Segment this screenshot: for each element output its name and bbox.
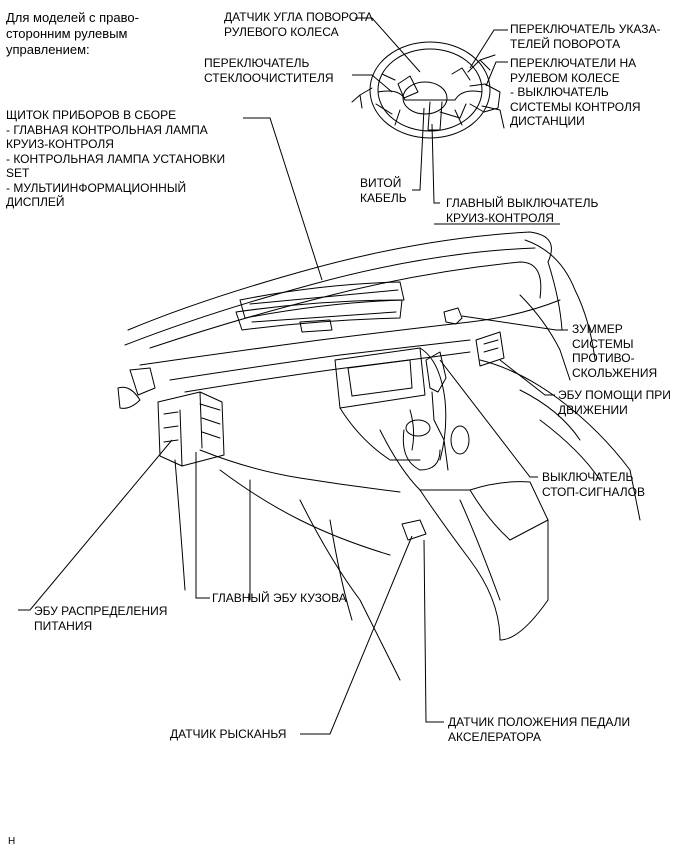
label-line: ПИТАНИЯ — [34, 618, 93, 633]
label-line: СКОЛЬЖЕНИЯ — [572, 365, 658, 380]
label-line: ГЛАВНЫЙ ЭБУ КУЗОВА — [212, 591, 347, 605]
label-line: - ГЛАВНАЯ КОНТРОЛЬНАЯ ЛАМПА — [6, 122, 208, 137]
dashboard-body — [117, 231, 641, 681]
note-line-1: Для моделей с право- — [6, 10, 139, 25]
label-line: ЗУММЕР — [572, 322, 623, 336]
label-line: - ВЫКЛЮЧАТЕЛЬ — [510, 85, 609, 99]
label-line: ПЕРЕКЛЮЧАТЕЛЬ — [204, 56, 310, 70]
label-line: ЭБУ РАСПРЕДЕЛЕНИЯ — [34, 604, 168, 618]
label-line: РУЛЕВОМ КОЛЕСЕ — [510, 70, 620, 85]
label-line: ДАТЧИК ПОЛОЖЕНИЯ ПЕДАЛИ — [448, 715, 631, 729]
label-line: ДАТЧИК РЫСКАНЬЯ — [170, 727, 287, 741]
label-line: ВЫКЛЮЧАТЕЛЬ — [542, 470, 634, 484]
note-line-2: сторонним рулевым — [6, 26, 128, 41]
label-line: ДАТЧИК УГЛА ПОВОРОТА — [224, 10, 374, 24]
label-line: - МУЛЬТИИНФОРМАЦИОННЫЙ — [6, 180, 187, 195]
steering-wheel-inset — [351, 41, 505, 139]
leader-lines — [18, 17, 568, 735]
label-wiper-switch: ПЕРЕКЛЮЧАТЕЛЬ СТЕКЛООЧИСТИТЕЛЯ — [204, 56, 334, 85]
label-line: СИСТЕМЫ КОНТРОЛЯ — [510, 99, 641, 114]
label-line: ДИСТАНЦИИ — [510, 114, 585, 128]
model-note: Для моделей с право- сторонним рулевым у… — [6, 10, 139, 58]
label-line: КРУИЗ-КОНТРОЛЯ — [6, 137, 114, 151]
driving-support-ecu-drawing — [475, 331, 505, 367]
combination-meter — [235, 281, 405, 333]
figure-code: H — [8, 836, 16, 847]
power-distribution-ecu-drawing — [157, 391, 225, 467]
label-line: SET — [6, 166, 30, 180]
label-line: СТЕКЛООЧИСТИТЕЛЯ — [204, 70, 334, 85]
label-line: КАБЕЛЬ — [360, 190, 407, 205]
label-combination-meter: ЩИТОК ПРИБОРОВ В СБОРЕ - ГЛАВНАЯ КОНТРОЛ… — [6, 108, 225, 210]
label-line: - КОНТРОЛЬНАЯ ЛАМПА УСТАНОВКИ — [6, 151, 226, 166]
label-spiral-cable: ВИТОЙ КАБЕЛЬ — [360, 176, 407, 205]
label-line: ЩИТОК ПРИБОРОВ В СБОРЕ — [6, 108, 177, 122]
note-line-3: управлением: — [6, 42, 90, 57]
label-steering-angle-sensor: ДАТЧИК УГЛА ПОВОРОТА РУЛЕВОГО КОЛЕСА — [224, 10, 373, 39]
label-line: ДВИЖЕНИИ — [558, 402, 628, 417]
label-driving-support-ecu: ЭБУ ПОМОЩИ ПРИ ДВИЖЕНИИ — [558, 388, 671, 417]
label-line: СИСТЕМЫ — [572, 336, 634, 351]
yaw-rate-sensor-drawing — [401, 519, 427, 541]
label-line: ПЕРЕКЛЮЧАТЕЛИ НА — [510, 56, 637, 70]
label-main-body-ecu: ГЛАВНЫЙ ЭБУ КУЗОВА — [212, 591, 347, 606]
skid-control-buzzer-drawing — [443, 307, 463, 325]
label-line: ГЛАВНЫЙ ВЫКЛЮЧАТЕЛЬ — [446, 196, 599, 210]
label-power-distribution-ecu: ЭБУ РАСПРЕДЕЛЕНИЯ ПИТАНИЯ — [34, 604, 167, 633]
label-line: ПРОТИВО- — [572, 351, 635, 365]
label-yaw-rate-sensor: ДАТЧИК РЫСКАНЬЯ — [170, 727, 286, 742]
pedal-bracket-drawing — [425, 351, 470, 471]
label-accel-pedal-sensor: ДАТЧИК ПОЛОЖЕНИЯ ПЕДАЛИ АКСЕЛЕРАТОРА — [448, 715, 630, 744]
label-turn-signal-switch: ПЕРЕКЛЮЧАТЕЛЬ УКАЗА- ТЕЛЕЙ ПОВОРОТА — [510, 22, 660, 51]
label-line: ДИСПЛЕЙ — [6, 195, 65, 209]
label-stop-light-switch: ВЫКЛЮЧАТЕЛЬ СТОП-СИГНАЛОВ — [542, 470, 645, 499]
label-line: КРУИЗ-КОНТРОЛЯ — [446, 210, 554, 225]
label-line: ЭБУ ПОМОЩИ ПРИ — [558, 388, 671, 402]
label-line: АКСЕЛЕРАТОРА — [448, 729, 542, 744]
label-line: ПЕРЕКЛЮЧАТЕЛЬ УКАЗА- — [510, 22, 661, 36]
label-line: ВИТОЙ — [360, 176, 402, 190]
label-line: ТЕЛЕЙ ПОВОРОТА — [510, 36, 621, 51]
label-steering-pad-switch: ПЕРЕКЛЮЧАТЕЛИ НА РУЛЕВОМ КОЛЕСЕ - ВЫКЛЮЧ… — [510, 56, 641, 129]
label-line: РУЛЕВОГО КОЛЕСА — [224, 24, 339, 39]
label-skid-control-buzzer: ЗУММЕР СИСТЕМЫ ПРОТИВО- СКОЛЬЖЕНИЯ — [572, 322, 657, 380]
label-cruise-main-switch: ГЛАВНЫЙ ВЫКЛЮЧАТЕЛЬ КРУИЗ-КОНТРОЛЯ — [446, 196, 598, 225]
label-line: СТОП-СИГНАЛОВ — [542, 484, 645, 499]
